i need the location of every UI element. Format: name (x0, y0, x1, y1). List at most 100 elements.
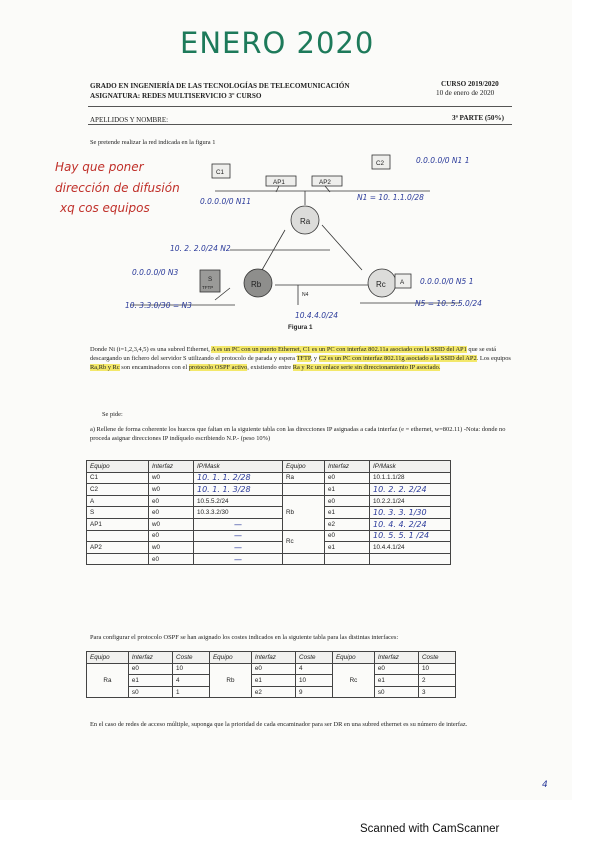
cell: 2 (418, 674, 456, 687)
dr-note: En el caso de redes de acceso múltiple, … (90, 721, 468, 728)
intro-text: Se pretende realizar la red indicada en … (90, 139, 216, 146)
cell: e0 (127, 662, 174, 676)
c1-addr-note: 0.0.0.0/0 N11 (200, 197, 251, 206)
cell: e1 (324, 541, 370, 554)
cell-handwritten: — (193, 529, 283, 543)
header-divider (88, 106, 512, 107)
fig-ap1-label: AP1 (273, 179, 285, 186)
desc-p5-hl: protocolo OSPF activo (188, 364, 248, 371)
cell: Rb (282, 494, 325, 531)
n3-note: 10. 3.3.0/30 = N3 (125, 301, 192, 310)
cell (86, 552, 149, 566)
ip-th-ip-r: IP/Mask (369, 460, 451, 473)
degree-header: GRADO EN INGENIERÍA DE LAS TECNOLOGÍAS D… (90, 82, 350, 90)
fig-ra-label: Ra (300, 217, 311, 226)
n1-hand-note: 0.0.0.0/0 N1 1 (416, 156, 469, 165)
side-note-1: Hay que poner (55, 160, 144, 174)
cell: w0 (148, 541, 194, 554)
page-number: 4 (542, 780, 548, 790)
cell (86, 529, 149, 543)
date-header: 10 de enero de 2020 (436, 89, 495, 97)
cell: 10 (295, 674, 333, 687)
fig-c1-label: C1 (216, 169, 225, 176)
course-header: CURSO 2019/2020 (441, 80, 499, 88)
table-row: A e0 10.5.5.2/24 Rb e0 10.2.2.1/24 (86, 494, 451, 531)
cell: 10.1.1.1/28 (369, 471, 451, 485)
question-a: a) Rellene de forma coherente los huecos… (90, 426, 506, 442)
cell: e0 (148, 494, 194, 508)
cell: e1 (324, 483, 370, 496)
cell: e0 (250, 662, 297, 676)
cell-handwritten: — (193, 517, 283, 531)
cell: e2 (250, 685, 297, 699)
cell: e2 (324, 517, 370, 531)
cost-table: Equipo Interfaz Coste Equipo Interfaz Co… (86, 651, 456, 699)
ospf-intro: Para configurar el protocolo OSPF se han… (90, 634, 399, 641)
cost-th: Equipo (86, 651, 129, 664)
cell (282, 552, 325, 566)
ip-th-interfaz-l: Interfaz (148, 460, 194, 473)
ip-th-ip-l: IP/Mask (193, 460, 283, 473)
cell (324, 552, 370, 566)
cell: w0 (148, 471, 194, 485)
cell: 9 (295, 685, 333, 699)
cell-handwritten: 10. 2. 2. 2/24 (369, 483, 451, 496)
cell: e0 (373, 662, 420, 676)
cell: C1 (86, 471, 149, 485)
cell: 1 (172, 685, 210, 699)
cell: 10 (418, 662, 456, 676)
desc-p2-hl: TFTP (296, 355, 311, 362)
cell: Rc (331, 662, 375, 699)
cell: e1 (373, 674, 420, 687)
cell-handwritten: 10. 1. 1. 2/28 (193, 471, 283, 485)
description-paragraph: Donde Ni (i=1,2,3,4,5) es una subred Eth… (90, 345, 514, 372)
ip-th-interfaz-r: Interfaz (324, 460, 370, 473)
cell: 10.4.4.1/24 (369, 541, 451, 554)
table-row: e0 — Rc e0 10. 5. 5. 1 /24 (86, 529, 451, 554)
cost-th: Interfaz (127, 651, 174, 664)
cell-handwritten: 10. 1. 1. 3/28 (193, 483, 283, 496)
desc-p3: , y (310, 355, 319, 362)
ip-table-header: Equipo Interfaz IP/Mask Equipo Interfaz … (86, 460, 451, 473)
cell: w0 (148, 483, 194, 496)
cell-handwritten: 10. 5. 5. 1 /24 (369, 529, 451, 543)
cell: Ra (86, 662, 129, 699)
cell (369, 552, 451, 566)
cell: Rc (282, 529, 325, 554)
cell: s0 (373, 685, 420, 699)
table-row: C2 w0 10. 1. 1. 3/28 e1 10. 2. 2. 2/24 (86, 483, 451, 496)
cost-th: Interfaz (373, 651, 420, 664)
cell-handwritten: — (193, 552, 283, 566)
cell-handwritten: 10. 3. 3. 1/30 (369, 506, 451, 519)
cell: e0 (148, 552, 194, 566)
table-row: C1 w0 10. 1. 1. 2/28 Ra e0 10.1.1.1/28 (86, 471, 451, 485)
cell: A (86, 494, 149, 508)
scanned-page: ENERO 2020 GRADO EN INGENIERÍA DE LAS TE… (55, 26, 548, 790)
cell: e0 (324, 471, 370, 485)
name-label: APELLIDOS Y NOMBRE: (90, 116, 169, 124)
handwritten-title: ENERO 2020 (180, 26, 375, 60)
cell (282, 483, 325, 496)
cost-th: Equipo (208, 651, 252, 664)
desc-p4-hl: Ra,Rb y Rc (90, 364, 120, 371)
cell: w0 (148, 517, 194, 531)
table-row: AP2 w0 — e1 10.4.4.1/24 (86, 541, 451, 554)
cost-th: Interfaz (250, 651, 297, 664)
cell: S (86, 506, 149, 519)
n4-note: 10.4.4.0/24 (295, 311, 338, 320)
cell: e0 (148, 506, 194, 519)
cell-handwritten: 10. 4. 4. 2/24 (369, 517, 451, 531)
cell: AP2 (86, 541, 149, 554)
cell-handwritten: — (193, 541, 283, 554)
n2-note: 10. 2. 2.0/24 N2 (170, 244, 231, 253)
table-row: e1 4 e1 10 e1 2 (87, 674, 456, 687)
cost-th: Equipo (331, 651, 375, 664)
cell: e0 (324, 494, 370, 508)
asks-label: Se pide: (102, 411, 123, 418)
desc-p1-hl: A es un PC con un puerto Ethernet, C1 es… (211, 346, 467, 353)
name-divider (88, 124, 512, 125)
a-addr-note: 0.0.0.0/0 N5 1 (420, 277, 473, 286)
cell: 10.2.2.1/24 (369, 494, 451, 508)
cell: AP1 (86, 517, 149, 531)
cell: 4 (295, 662, 333, 676)
